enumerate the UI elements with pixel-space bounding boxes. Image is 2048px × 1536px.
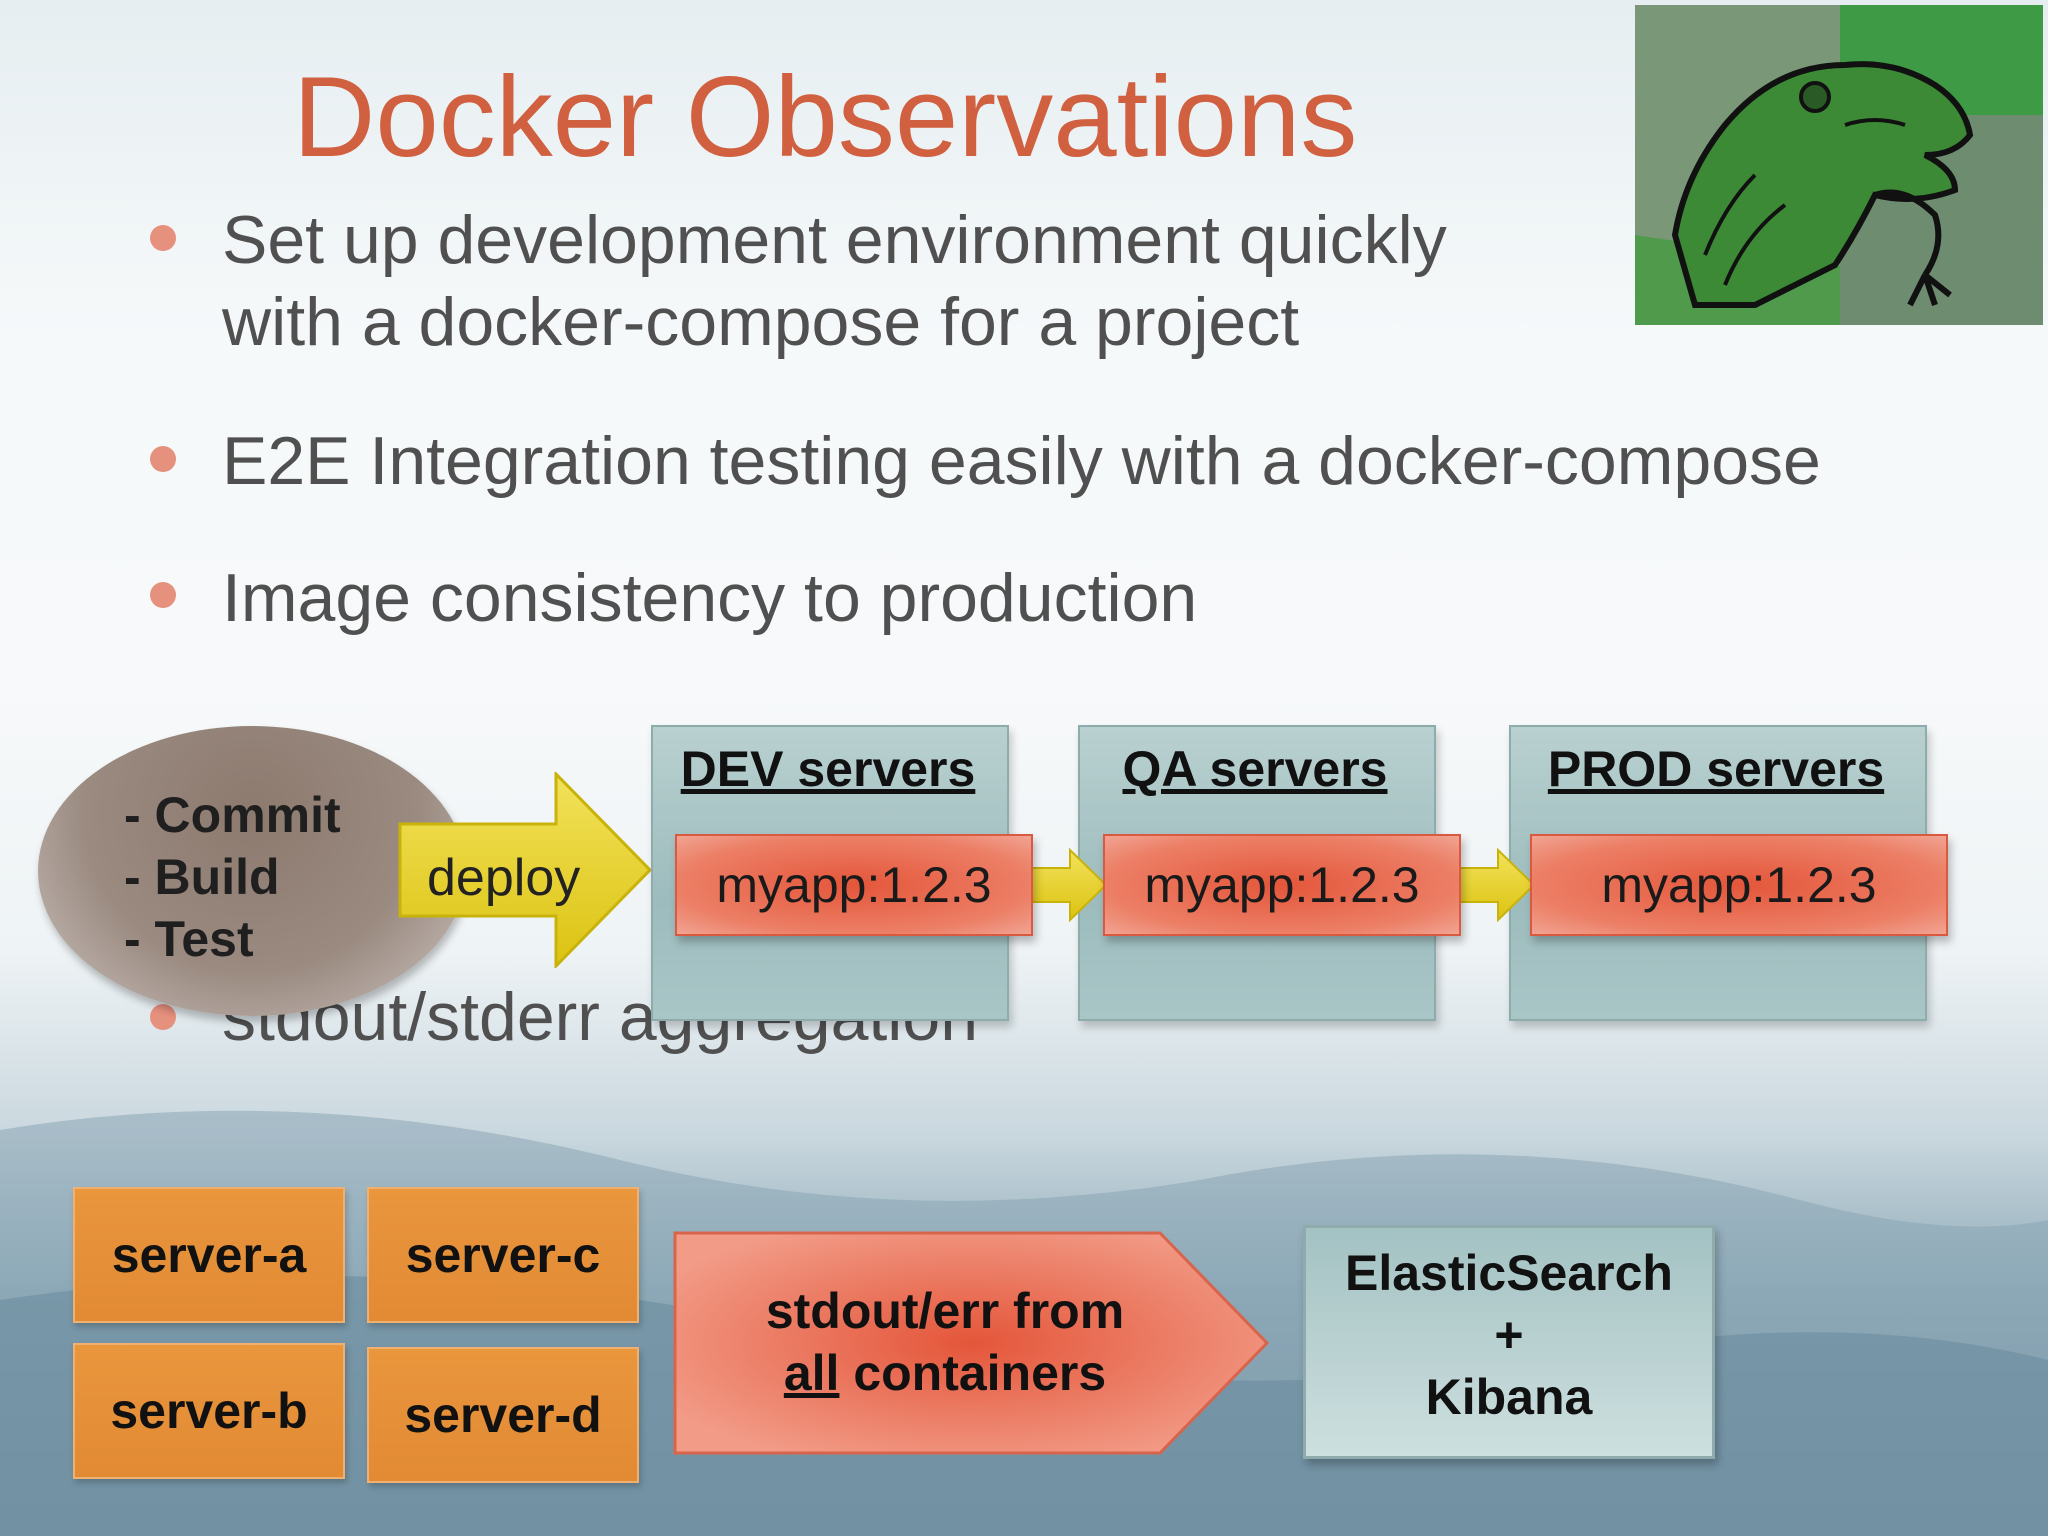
app-image-prod: myapp:1.2.3 (1530, 834, 1948, 936)
promote-arrow-dev-qa (1029, 848, 1108, 922)
deploy-arrow (398, 772, 653, 968)
env-qa-title: QA servers (1122, 741, 1388, 797)
stdout-line-2: all containers (675, 1342, 1215, 1404)
es-line-2: + (1494, 1307, 1524, 1363)
server-box: server-b (73, 1343, 345, 1479)
server-box: server-a (73, 1187, 345, 1323)
env-prod-title: PROD servers (1547, 741, 1885, 797)
server-box: server-c (367, 1187, 639, 1323)
es-line-3: Kibana (1425, 1369, 1593, 1425)
bullet-dot (150, 582, 176, 608)
philosoraptor-image (1635, 5, 2043, 325)
bullet-dot (150, 446, 176, 472)
stdout-line-2-rest: containers (839, 1345, 1107, 1401)
dev-steps-oval (38, 726, 466, 1016)
stdout-line-1: stdout/err from (765, 1283, 1125, 1339)
bullet-dot (150, 1004, 176, 1030)
bullet-1-text: Set up development environment quickly w… (222, 202, 1447, 360)
stdout-arrow-text: stdout/err from all containers (675, 1280, 1215, 1404)
env-dev-title: DEV servers (680, 741, 976, 797)
deploy-label: deploy (427, 849, 581, 907)
stdout-arrow (673, 1231, 1270, 1455)
bullet-2-text: E2E Integration testing easily with a do… (222, 423, 1821, 499)
slide-title: Docker Observations (293, 54, 1358, 181)
server-box: server-d (367, 1347, 639, 1483)
app-image-qa: myapp:1.2.3 (1103, 834, 1461, 936)
bullet-3-text: Image consistency to production (222, 560, 1198, 636)
elasticsearch-kibana-box: ElasticSearch + Kibana (1303, 1225, 1715, 1459)
dev-steps-text: - Commit - Build - Test (124, 787, 341, 967)
all-underlined: all (783, 1345, 840, 1401)
bullet-dot (150, 225, 176, 251)
dinosaur-icon (1635, 5, 2043, 325)
app-image-dev: myapp:1.2.3 (675, 834, 1033, 936)
promote-arrow-qa-prod (1457, 848, 1536, 922)
es-line-1: ElasticSearch (1345, 1245, 1673, 1301)
